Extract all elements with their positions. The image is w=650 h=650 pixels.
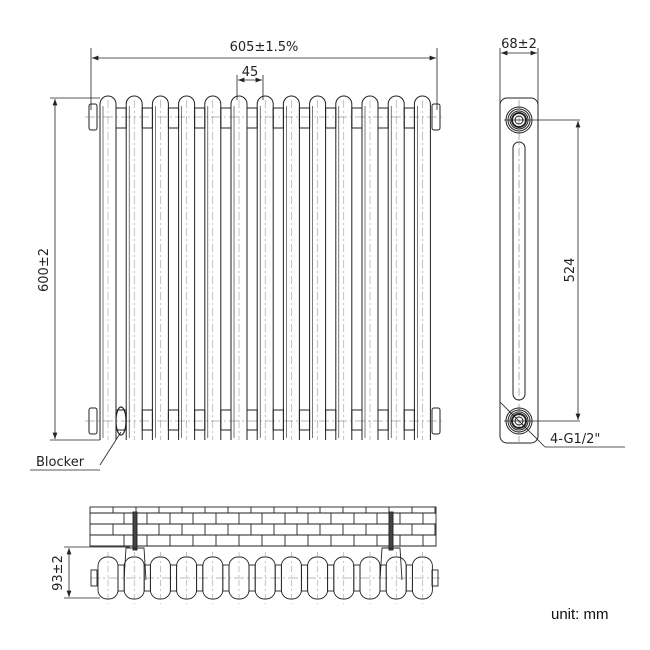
radiator-column (151, 95, 180, 440)
radiator-column (335, 95, 363, 440)
front-view (30, 48, 442, 471)
top-radiator-columns (97, 552, 433, 604)
bottom-connection-icon (499, 401, 625, 448)
radiator-column (387, 95, 415, 440)
radiator-column (230, 95, 258, 440)
column-section (411, 552, 433, 604)
unit-label: unit: mm (551, 606, 609, 623)
radiator-column (361, 95, 389, 440)
radiator-column (282, 95, 311, 440)
pipe-centres-label: 524 (563, 258, 578, 283)
radiator-columns (99, 95, 431, 440)
height-label: 600±2 (37, 248, 52, 292)
wall-bracket-right (379, 511, 403, 581)
radiator-column (178, 95, 206, 440)
radiator-column (413, 95, 431, 440)
side-view (499, 48, 625, 448)
radiator-column (309, 95, 337, 440)
depth-label: 68±2 (501, 37, 537, 52)
wall-offset-label: 93±2 (51, 555, 66, 591)
blocker-label: Blocker (36, 455, 85, 470)
brick-wall (89, 506, 437, 547)
radiator-column (125, 95, 153, 440)
radiator-column (99, 95, 127, 440)
radiator-column (256, 95, 284, 440)
top-view (64, 506, 440, 604)
column-pitch-label: 45 (242, 65, 259, 80)
overall-width-label: 605±1.5% (230, 40, 299, 55)
radiator-column (204, 95, 232, 440)
wall-bracket-left (123, 511, 147, 581)
top-connection-icon (504, 106, 580, 134)
connections-label: 4-G1/2" (550, 432, 600, 447)
